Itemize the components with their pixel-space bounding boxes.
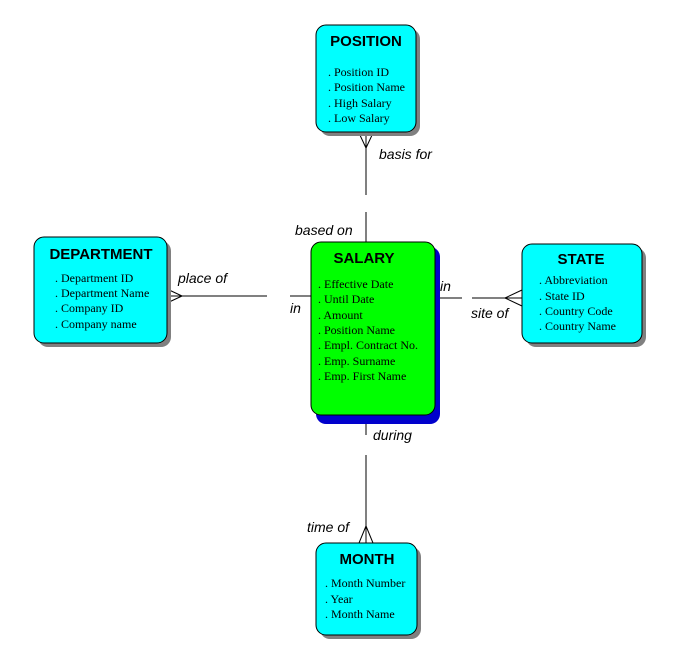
entity-position-title: POSITION [330,33,402,50]
attr-emp-surname: . Emp. Surname [318,354,395,368]
attr-emp-first-name: . Emp. First Name [318,369,406,383]
attr-month-number: . Month Number [325,576,405,590]
entity-position-box [315,24,417,133]
entity-department[interactable]: DEPARTMENT . Department ID . Department … [33,236,171,347]
label-during: during [373,427,412,443]
entity-month-box [315,542,418,636]
label-in-department: in [290,300,301,316]
entity-month-title: MONTH [340,551,395,568]
attr-department-name: . Department Name [55,286,149,300]
attr-department-id: . Department ID [55,271,134,285]
label-time-of: time of [307,519,351,535]
attr-effective-date: . Effective Date [318,277,393,291]
attr-until-date: . Until Date [318,292,374,306]
entity-department-title: DEPARTMENT [49,246,152,263]
attr-company-id: . Company ID [55,301,124,315]
attr-low-salary: . Low Salary [328,111,390,125]
attr-country-code: . Country Code [539,304,613,318]
label-based-on: based on [295,222,353,238]
entity-state-title: STATE [558,251,605,268]
attr-state-id: . State ID [539,289,585,303]
relationship-month-salary: during time of [307,420,412,544]
entity-salary-title: SALARY [333,250,394,267]
relationship-position-salary: basis for based on [295,132,433,242]
attr-company-name: . Company name [55,317,137,331]
relationship-state-salary: in site of [434,278,523,321]
entity-month[interactable]: MONTH . Month Number . Year . Month Name [315,542,421,639]
attr-empl-contract-no: . Empl. Contract No. [318,338,418,352]
label-in-state: in [440,278,451,294]
entity-state-box [521,243,643,344]
attr-year: . Year [325,592,353,606]
entity-position[interactable]: POSITION . Position ID . Position Name .… [315,24,420,136]
attr-abbreviation: . Abbreviation [539,273,608,287]
entity-state[interactable]: STATE . Abbreviation . State ID . Countr… [521,243,646,347]
relationship-department-salary: place of in [166,270,311,316]
attr-month-name: . Month Name [325,607,395,621]
attr-high-salary: . High Salary [328,96,392,110]
attr-salary-position-name: . Position Name [318,323,395,337]
label-site-of: site of [471,305,510,321]
attr-amount: . Amount [318,308,363,322]
attr-country-name: . Country Name [539,319,616,333]
entity-salary-box [310,241,436,416]
label-place-of: place of [177,270,229,286]
entity-department-box [33,236,168,344]
attr-position-id: . Position ID [328,65,389,79]
attr-position-name: . Position Name [328,80,405,94]
label-basis-for: basis for [379,146,433,162]
entity-salary[interactable]: SALARY . Effective Date . Until Date . A… [310,241,440,424]
